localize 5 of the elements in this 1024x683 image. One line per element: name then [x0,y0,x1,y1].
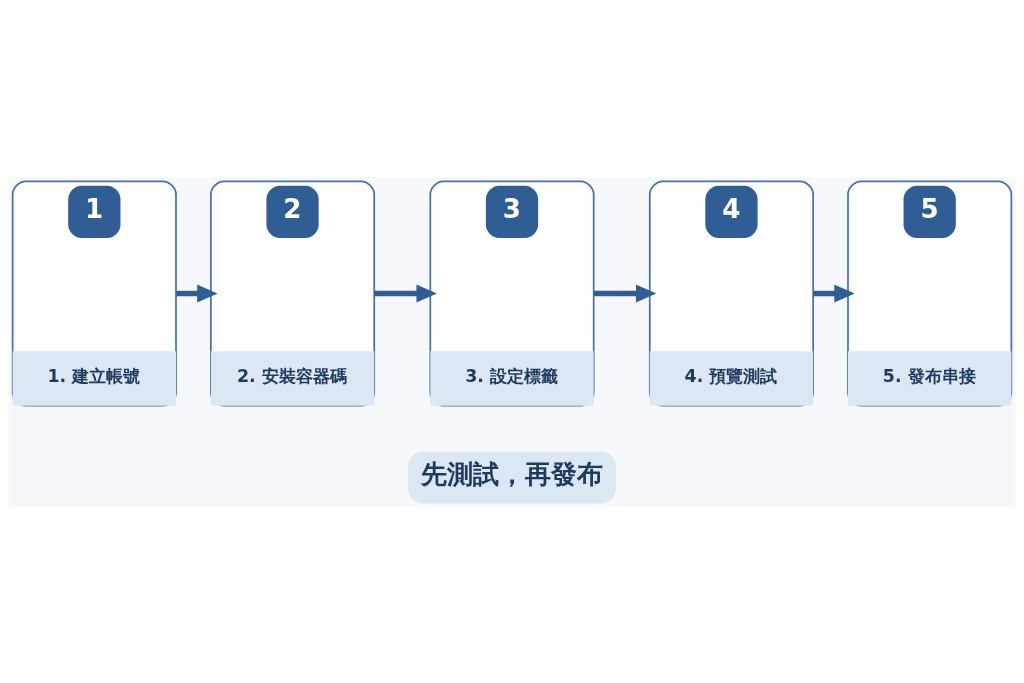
arrow [176,284,218,302]
arrow [813,284,855,302]
arrow [374,284,437,302]
node-box: 先測試，再發布 [408,451,616,503]
arrow [593,284,657,302]
